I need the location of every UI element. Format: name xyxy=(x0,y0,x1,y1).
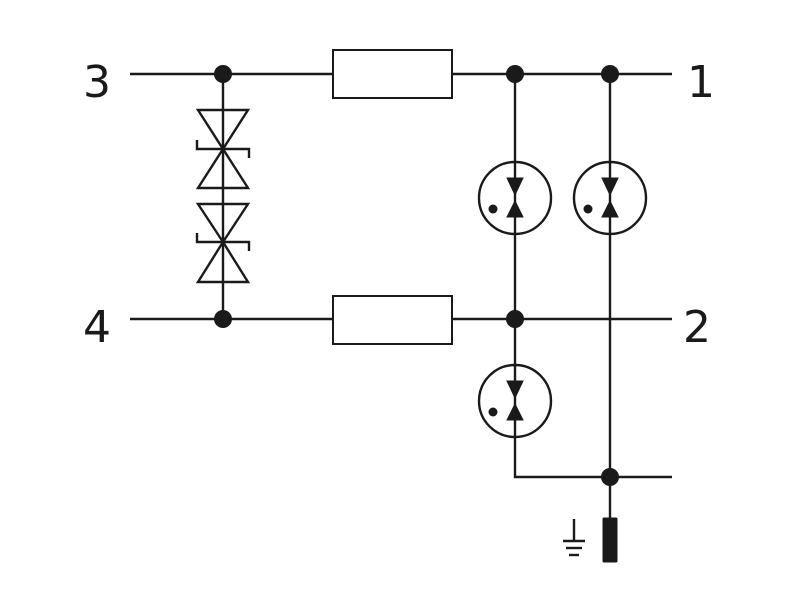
vertical-wires xyxy=(513,74,672,520)
gas-discharge-tube-3 xyxy=(477,363,553,439)
tvs-diode-lower xyxy=(195,202,251,284)
junction-dot-3 xyxy=(214,65,232,83)
resistor-bottom xyxy=(332,295,453,345)
tvs-diode-stack xyxy=(195,74,251,319)
terminal-label-1: 1 xyxy=(687,57,715,108)
terminal-label-4: 4 xyxy=(83,302,111,353)
gas-discharge-tube-2 xyxy=(572,160,648,236)
tvs-diode-upper xyxy=(195,108,251,190)
resistor-top xyxy=(332,49,453,99)
gas-discharge-tube-1 xyxy=(477,160,553,236)
earth-terminal-icon xyxy=(602,517,618,563)
terminal-label-2: 2 xyxy=(683,302,711,353)
junction-dot-4 xyxy=(214,310,232,328)
ground-icon xyxy=(563,519,585,557)
terminal-label-3: 3 xyxy=(83,57,111,108)
